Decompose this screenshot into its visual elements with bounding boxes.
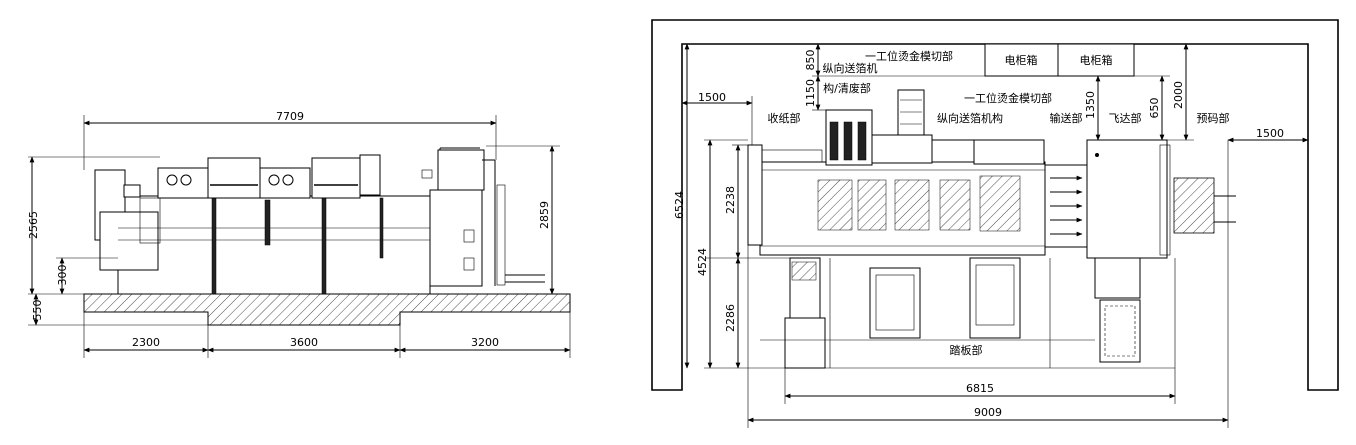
dim-300: 300 <box>56 265 69 286</box>
room-wall <box>651 19 1339 391</box>
label-foil-feed-waste-2: 构/清废部 <box>823 81 871 95</box>
dim-650: 650 <box>1148 98 1161 119</box>
dim-1500-left: 1500 <box>698 91 726 104</box>
label-feeder: 飞达部 <box>1109 111 1142 125</box>
side-view: 7709 2565 300 550 2859 <box>27 110 571 358</box>
label-pre-stack: 预码部 <box>1197 111 1230 125</box>
dim-1150: 1150 <box>804 79 817 107</box>
dim-overall-length: 7709 <box>276 110 304 123</box>
dim-bottom-mid: 3600 <box>290 336 318 349</box>
plan-dimensions: 850 1150 1500 1500 1350 650 2000 <box>673 43 1309 428</box>
vent-grids <box>817 175 1021 232</box>
label-cabinet-1: 电柜箱 <box>1005 53 1038 67</box>
label-station-1: 一工位烫金模切部 <box>865 49 953 63</box>
label-foil-feed-mechanism: 纵向送箔机构 <box>937 111 1003 125</box>
machine-side <box>94 147 545 295</box>
dim-1500-right: 1500 <box>1256 127 1284 140</box>
dim-overall-height: 2565 <box>27 211 40 239</box>
electric-cabinet-2 <box>1057 43 1135 77</box>
label-cabinet-2: 电柜箱 <box>1080 53 1113 67</box>
foundation <box>83 293 571 326</box>
dim-6524: 6524 <box>673 191 686 219</box>
dim-2000: 2000 <box>1172 81 1185 109</box>
dim-right-height: 2859 <box>538 201 551 229</box>
label-station-2: 一工位烫金模切部 <box>964 91 1052 105</box>
side-dimensions: 7709 2565 300 550 2859 <box>27 110 571 358</box>
dim-bottom-right: 3200 <box>471 336 499 349</box>
plan-view: 电柜箱 电柜箱 <box>651 19 1339 428</box>
machine-plan <box>747 89 1236 369</box>
dim-bottom-left: 2300 <box>132 336 160 349</box>
label-conveyor: 输送部 <box>1050 111 1083 125</box>
dim-550: 550 <box>31 300 44 321</box>
dim-6815: 6815 <box>966 382 994 395</box>
dim-4524: 4524 <box>696 248 709 276</box>
dim-2286: 2286 <box>724 304 737 332</box>
label-delivery: 收纸部 <box>768 111 801 125</box>
dim-850: 850 <box>804 50 817 71</box>
dim-2238: 2238 <box>724 186 737 214</box>
label-foil-feed-waste-1: 纵向送箔机 <box>823 61 878 75</box>
dim-9009: 9009 <box>974 406 1002 419</box>
dim-1350: 1350 <box>1084 91 1097 119</box>
label-pedal: 踏板部 <box>950 343 983 357</box>
